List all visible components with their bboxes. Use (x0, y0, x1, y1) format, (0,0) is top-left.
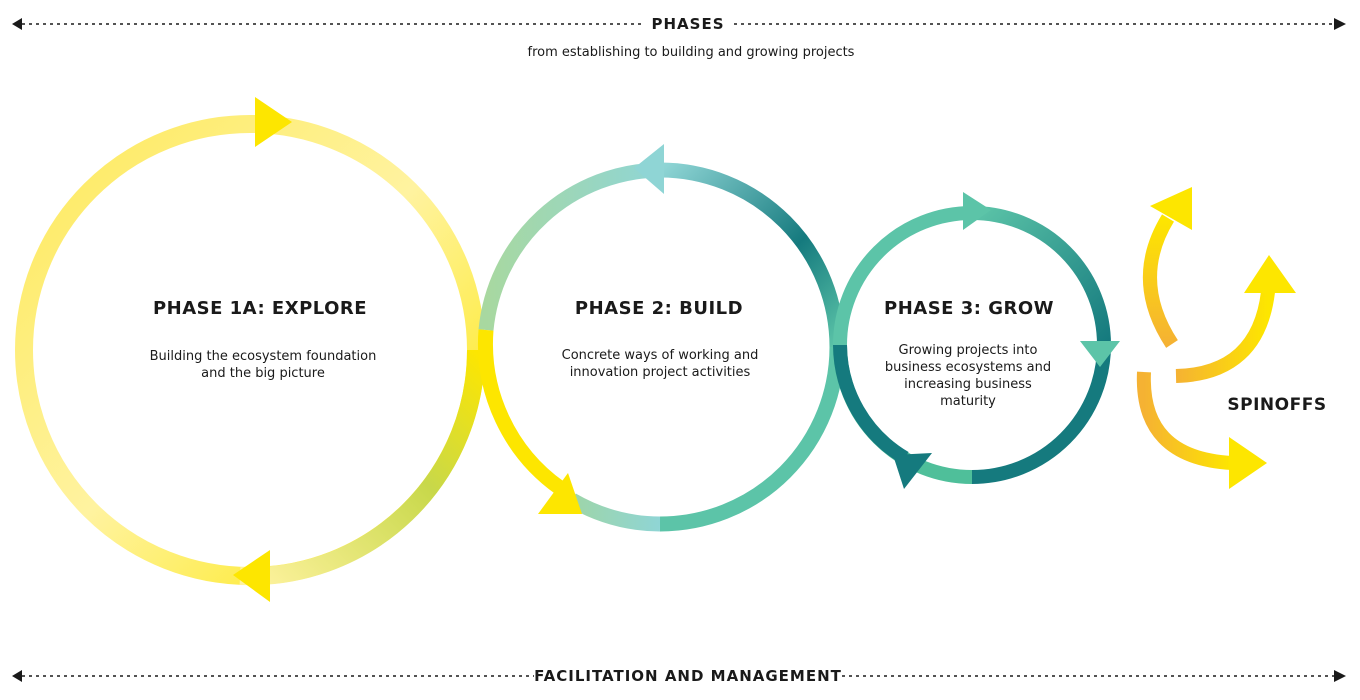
phase-3-desc-line-1: Growing projects into (899, 343, 1038, 358)
phase-2-ring-yellow (477, 329, 565, 495)
phase-2-ring-right-lower (659, 346, 845, 532)
phase-1a-arrow-bottom-icon (233, 550, 270, 602)
phase-2-ring-left (478, 162, 661, 331)
facilitation-title: FACILITATION AND MANAGEMENT (534, 667, 842, 685)
phase-3-arrow-top-icon (963, 192, 991, 230)
spinoffs-label: SPINOFFS (1227, 395, 1326, 415)
phase-2-title: PHASE 2: BUILD (575, 298, 743, 319)
spinoff-arrow-1-icon (1150, 187, 1192, 230)
phases-subtitle: from establishing to building and growin… (528, 45, 855, 60)
phase-3-arrow-bottom-icon (893, 453, 932, 489)
phases-axis: PHASES from establishing to building and… (12, 15, 1346, 60)
spinoff-arrow-1-shaft (1143, 214, 1178, 348)
footer-arrow-right-icon (1334, 670, 1346, 682)
phase-3-desc-line-2: business ecosystems and (885, 360, 1051, 375)
phase-3-desc-line-4: maturity (940, 394, 996, 409)
phase-2-cycle: PHASE 2: BUILD Concrete ways of working … (477, 144, 845, 532)
spinoffs: SPINOFFS (1136, 187, 1326, 489)
phase-1a-desc-line-1: Building the ecosystem foundation (150, 349, 377, 364)
spinoff-arrow-2-shaft (1175, 291, 1275, 383)
axis-arrow-left-icon (12, 18, 22, 30)
phase-2-arrow-bottom-icon (538, 473, 582, 514)
phase-1a-title: PHASE 1A: EXPLORE (153, 298, 367, 319)
spinoff-arrow-2-icon (1244, 255, 1296, 293)
phase-1a-ring-lower (239, 349, 486, 586)
spinoff-arrow-3-shaft (1136, 371, 1233, 470)
footer-arrow-left-icon (12, 670, 22, 682)
phases-title: PHASES (651, 15, 724, 33)
phase-1a-cycle: PHASE 1A: EXPLORE Building the ecosystem… (15, 97, 486, 602)
phase-3-title: PHASE 3: GROW (884, 298, 1054, 319)
phase-1a-desc-line-2: and the big picture (201, 366, 325, 381)
phase-3-ring-dark (833, 344, 909, 465)
facilitation-axis: FACILITATION AND MANAGEMENT (12, 667, 1346, 685)
phase-3-arrow-right-icon (1080, 341, 1120, 367)
phase-3-desc-line-3: increasing business (904, 377, 1032, 392)
axis-arrow-right-icon (1334, 18, 1346, 30)
phase-2-ring-right (659, 162, 845, 348)
phase-2-arrow-top-icon (634, 144, 664, 194)
phase-3-ring-top (833, 206, 973, 346)
phase-3-ring-lower-right (971, 344, 1111, 484)
phase-3-cycle: PHASE 3: GROW Growing projects into busi… (833, 192, 1120, 489)
phase-1a-arrow-top-icon (255, 97, 292, 147)
phase-2-desc-line-2: innovation project activities (570, 365, 751, 380)
phase-2-desc-line-1: Concrete ways of working and (562, 348, 759, 363)
phase-2-ring-bottom (568, 493, 661, 532)
phase-3-ring-right (971, 206, 1111, 346)
spinoff-arrow-3-icon (1229, 437, 1267, 489)
